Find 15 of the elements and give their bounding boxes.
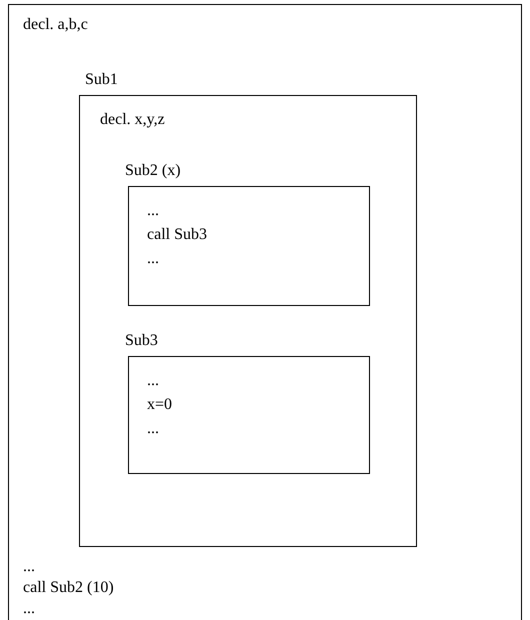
code-line: ... <box>147 249 159 269</box>
code-line: ... <box>147 419 159 439</box>
subprogram-heading: Sub1 <box>85 70 118 90</box>
code-line: call Sub2 (10) <box>23 578 114 598</box>
subprogram-heading: Sub3 <box>125 331 158 351</box>
subprogram-heading: Sub2 (x) <box>125 161 181 181</box>
declaration-text: decl. x,y,z <box>100 110 165 130</box>
code-line: ... <box>147 201 159 221</box>
declaration-text: decl. a,b,c <box>23 15 88 35</box>
code-line: ... <box>23 599 35 619</box>
code-line: ... <box>23 557 35 577</box>
program-box <box>8 4 522 620</box>
code-line: ... <box>147 371 159 391</box>
code-line: x=0 <box>147 395 172 415</box>
code-line: call Sub3 <box>147 225 207 245</box>
